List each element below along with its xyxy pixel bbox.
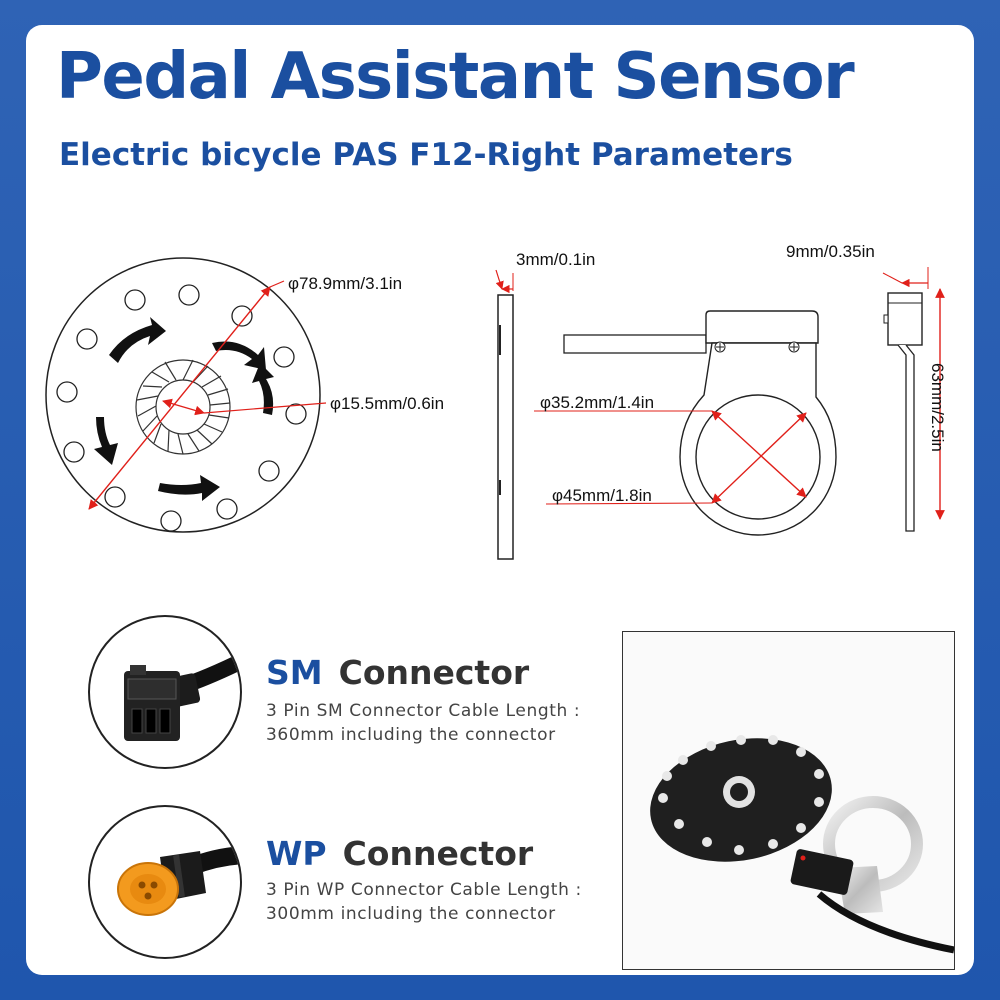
sm-connector-desc-2: 360mm including the connector — [266, 725, 556, 745]
product-photo — [622, 631, 955, 970]
disc-outer-diameter-label: φ78.9mm/3.1in — [288, 274, 402, 293]
wp-connector-icon — [117, 846, 240, 916]
wp-connector-abbr: WP — [266, 834, 327, 873]
wp-connector-word: Connector — [342, 834, 534, 873]
technical-drawing: φ78.9mm/3.1in φ15.5mm/0.6in 3mm/0.1in — [45, 242, 947, 560]
wp-connector-desc-2: 300mm including the connector — [266, 904, 556, 924]
sm-connector-title: SM Connector — [266, 653, 529, 692]
pas-sensor-product-image — [650, 735, 954, 954]
wp-connector-title: WP Connector — [266, 834, 533, 873]
sm-connector-abbr: SM — [266, 653, 323, 692]
wp-connector-image — [88, 805, 242, 959]
content-card: Pedal Assistant Sensor Electric bicycle … — [26, 25, 974, 975]
sm-connector-image — [88, 615, 242, 769]
sensor-depth-label: 9mm/0.35in — [786, 242, 875, 261]
sm-connector-icon — [124, 653, 240, 741]
sensor-height-label: 63mm/2.5in — [928, 363, 947, 452]
pas-disc-front-view: φ78.9mm/3.1in φ15.5mm/0.6in — [45, 257, 444, 533]
sm-connector-word: Connector — [338, 653, 530, 692]
wp-connector-desc-1: 3 Pin WP Connector Cable Length : — [266, 880, 582, 900]
sm-connector-desc-1: 3 Pin SM Connector Cable Length : — [266, 701, 581, 721]
pas-sensor-side-view: 9mm/0.35in 63mm/2.5in — [786, 242, 947, 532]
ring-inner-diameter-label: φ35.2mm/1.4in — [540, 393, 654, 412]
pas-sensor-front-view: φ35.2mm/1.4in φ45mm/1.8in — [534, 310, 837, 536]
disc-thickness-label: 3mm/0.1in — [516, 250, 595, 269]
pas-disc-side-view: 3mm/0.1in — [495, 250, 595, 560]
ring-outer-diameter-label: φ45mm/1.8in — [552, 486, 652, 505]
disc-inner-diameter-label: φ15.5mm/0.6in — [330, 394, 444, 413]
page-subtitle: Electric bicycle PAS F12-Right Parameter… — [59, 137, 793, 173]
page-title: Pedal Assistant Sensor — [56, 40, 855, 114]
